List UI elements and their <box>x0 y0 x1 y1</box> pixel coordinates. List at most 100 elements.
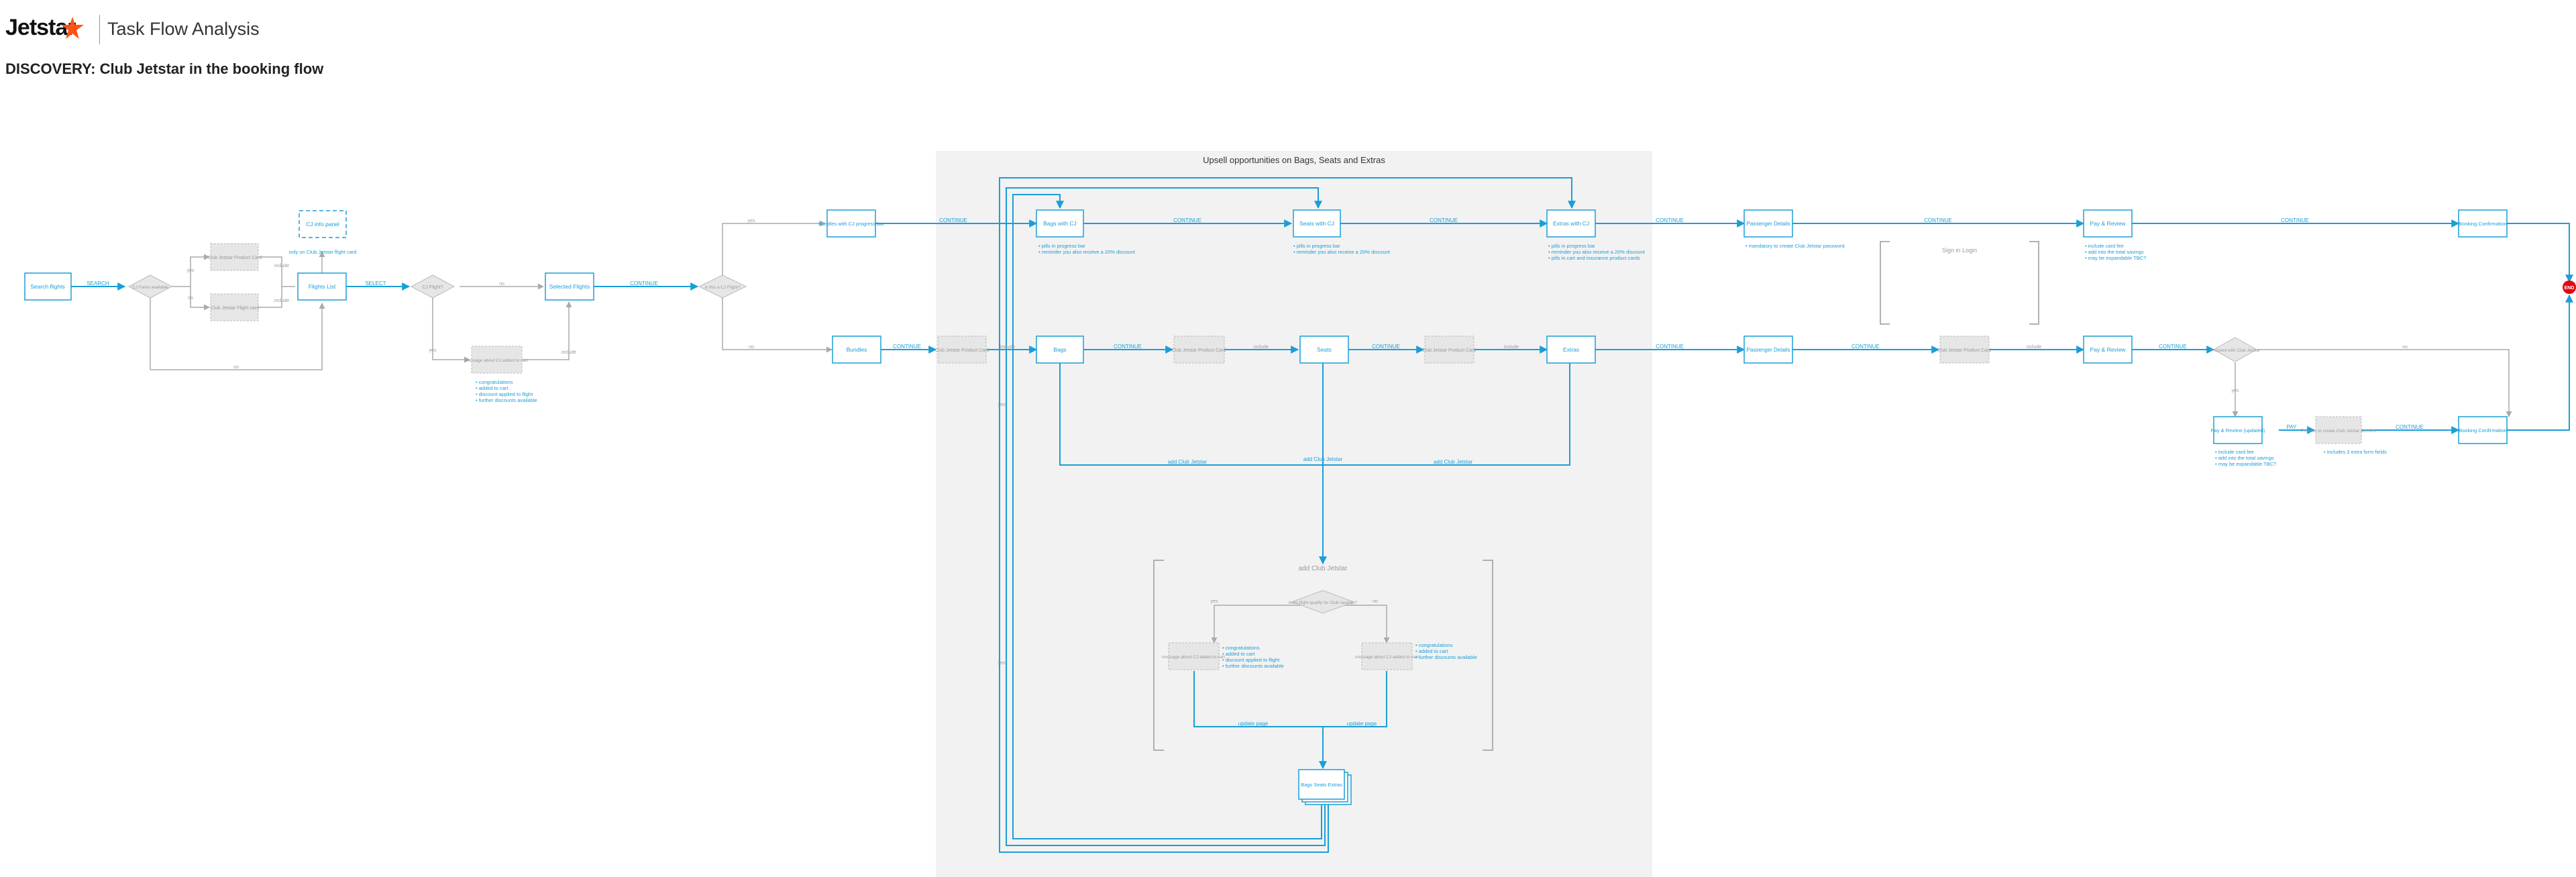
booking-confirmation-top-node[interactable]: Booking Confirmation <box>2458 209 2508 238</box>
svg-text:Flights List: Flights List <box>309 283 336 290</box>
svg-text:• further discounts available: • further discounts available <box>1222 663 1284 669</box>
header-title: Task Flow Analysis <box>107 19 260 39</box>
svg-text:CJ Fares available: CJ Fares available <box>132 285 168 290</box>
bundles-node[interactable]: Bundles <box>832 336 881 364</box>
svg-text:Process to create Club Jetstar: Process to create Club Jetstar account <box>2301 429 2376 433</box>
edge-label-no-1: no <box>188 296 193 301</box>
edge-label-no-5: no <box>2402 345 2408 350</box>
svg-text:Pay & Review (updated): Pay & Review (updated) <box>2211 427 2265 433</box>
note-cj-msg-left: • congratulations • added to cart • disc… <box>1222 645 1284 669</box>
edge-label-continue-10: CONTINUE <box>1372 344 1400 350</box>
header: Jetstar Task Flow Analysis DISCOVERY: Cl… <box>0 0 2576 94</box>
svg-text:message about CJ added to cart: message about CJ added to cart <box>1355 655 1418 660</box>
svg-text:Booking Confirmation: Booking Confirmation <box>2459 427 2507 433</box>
edge-label-continue-13: CONTINUE <box>2159 344 2187 350</box>
svg-text:• pills in cart and insurance: • pills in cart and insurance product ca… <box>1548 255 1640 261</box>
svg-text:Extras with CJ: Extras with CJ <box>1553 220 1589 227</box>
jetstar-logo: Jetstar <box>5 15 76 40</box>
svg-text:CJ info panel: CJ info panel <box>306 221 339 227</box>
edge-label-yes-5: yes <box>1211 599 1218 604</box>
svg-text:Bags: Bags <box>1053 346 1066 353</box>
bags-seats-extras-stack[interactable]: Bags Seats Extras <box>1298 769 1352 805</box>
edge-label-no-2: no <box>233 365 239 370</box>
note-bags-cj: • pills in progress bar • reminder you a… <box>1038 243 1136 255</box>
seats-node[interactable]: Seats <box>1299 336 1349 364</box>
svg-text:• congratulations: • congratulations <box>1415 642 1453 648</box>
edge-label-yes-3: yes <box>748 219 755 223</box>
grey-edge-labels: yes no no include include no yes include… <box>187 219 2408 666</box>
svg-text:• includes 3 extra form fields: • includes 3 extra form fields <box>2324 449 2387 455</box>
edge-label-include-4: include <box>1000 345 1015 350</box>
search-flights-node[interactable]: Search flights <box>24 272 72 301</box>
edge-label-include-7: include <box>2027 345 2041 350</box>
edge-label-continue-12: CONTINUE <box>1851 344 1880 350</box>
bags-node[interactable]: Bags <box>1036 336 1084 364</box>
booking-confirmation-bottom-node[interactable]: Booking Confirmation <box>2458 416 2508 444</box>
svg-text:Club Jetstar Product Card: Club Jetstar Product Card <box>208 256 262 260</box>
svg-text:Booking Confirmation: Booking Confirmation <box>2459 221 2507 227</box>
svg-text:Club Jetstar Product Card: Club Jetstar Product Card <box>1172 348 1226 353</box>
bundles-cj-node[interactable]: Bundles with CJ progress bar <box>818 209 884 238</box>
cj-product-card-top-node: Club Jetstar Product Card <box>208 243 262 271</box>
svg-text:• include card fee: • include card fee <box>2085 243 2124 249</box>
svg-text:message about CJ added to cart: message about CJ added to cart <box>465 358 528 363</box>
svg-text:Club Jetstar Product Card: Club Jetstar Product Card <box>1937 348 1992 353</box>
svg-text:END: END <box>2565 286 2575 291</box>
svg-text:Seats: Seats <box>1317 346 1332 353</box>
svg-text:does flight qualify for Club s: does flight qualify for Club savings? <box>1289 601 1358 605</box>
svg-text:Club Jetstar Product Card: Club Jetstar Product Card <box>1422 348 1477 353</box>
svg-text:• added to cart: • added to cart <box>1415 648 1448 654</box>
svg-text:Search flights: Search flights <box>30 283 65 290</box>
svg-text:Pay & Review: Pay & Review <box>2090 220 2127 227</box>
svg-text:Passenger Details: Passenger Details <box>1747 221 1790 227</box>
svg-text:Club Jetstar Product Card: Club Jetstar Product Card <box>935 348 989 353</box>
svg-text:Extras: Extras <box>1563 346 1579 353</box>
svg-text:CJ Flight?: CJ Flight? <box>422 285 443 290</box>
svg-text:• reminder you also receive a: • reminder you also receive a 20% discou… <box>1293 249 1391 255</box>
extras-cj-node[interactable]: Extras with CJ <box>1546 209 1596 238</box>
passenger-details-node[interactable]: Passenger Details <box>1743 336 1793 364</box>
edge-label-continue-2: CONTINUE <box>939 217 967 223</box>
edge-label-continue-4: CONTINUE <box>1430 217 1458 223</box>
pay-review-node[interactable]: Pay & Review <box>2083 336 2133 364</box>
cj-flight-card-node: Club Jetstar Flight card <box>210 293 259 321</box>
svg-text:• discount applied to flight: • discount applied to flight <box>476 391 533 397</box>
upsell-panel-title: Upsell opportunities on Bags, Seats and … <box>1203 155 1385 165</box>
note-seats-cj: • pills in progress bar • reminder you a… <box>1293 243 1391 255</box>
edge-label-pay: PAY <box>2287 424 2297 430</box>
edge-label-include-2: include <box>274 299 289 303</box>
edge-label-continue-9: CONTINUE <box>1114 344 1142 350</box>
svg-text:• pills in progress bar: • pills in progress bar <box>1548 243 1595 249</box>
cj-product-card-pax-node: Club Jetstar Product Card <box>1937 336 1992 364</box>
cj-fares-decision: CJ Fares available <box>127 274 173 299</box>
note-pay-review-top: • include card fee • add into the total … <box>2085 243 2146 261</box>
seats-cj-node[interactable]: Seats with CJ <box>1293 209 1341 238</box>
edge-label-include-3: include <box>561 350 576 355</box>
flights-list-node[interactable]: Flights List <box>297 272 347 301</box>
edge-label-no-4: no <box>749 345 754 350</box>
pay-review-updated-node[interactable]: Pay & Review (updated) <box>2211 416 2265 444</box>
svg-text:Selected Flights: Selected Flights <box>549 283 590 290</box>
note-process-cj: • includes 3 extra form fields <box>2324 449 2387 455</box>
page-title: DISCOVERY: Club Jetstar in the booking f… <box>5 60 324 77</box>
note-pay-review-updated: • include card fee • add into the total … <box>2215 449 2276 467</box>
svg-text:Bundles with CJ progress bar: Bundles with CJ progress bar <box>818 221 884 227</box>
extras-node[interactable]: Extras <box>1546 336 1596 364</box>
edge-label-continue-5: CONTINUE <box>1656 217 1684 223</box>
svg-text:• mandatory to create Club Jet: • mandatory to create Club Jetstar passw… <box>1746 243 1845 249</box>
edge-label-yes-4: yes <box>2232 389 2239 393</box>
svg-text:Proceed with Club Jetstar: Proceed with Club Jetstar <box>2210 348 2261 353</box>
selected-flights-node[interactable]: Selected Flights <box>545 272 594 301</box>
cj-msg-right-node: message about CJ added to cart <box>1355 642 1418 670</box>
svg-text:is this a CJ Flight?: is this a CJ Flight? <box>704 285 740 290</box>
pay-review-top-node[interactable]: Pay & Review <box>2083 209 2133 238</box>
cj-info-panel-node[interactable]: CJ info panel <box>299 210 347 238</box>
cj-flight-decision: CJ Flight? <box>410 274 455 299</box>
edge-label-continue-8: CONTINUE <box>893 344 921 350</box>
edge-label-yes-2: yes <box>429 348 437 353</box>
bags-cj-node[interactable]: Bags with CJ <box>1036 209 1084 238</box>
star-icon <box>61 17 84 39</box>
edge-labels: SEARCH SELECT CONTINUE CONTINUE CONTINUE… <box>87 217 2424 727</box>
passenger-details-top-node[interactable]: Passenger Details <box>1743 209 1793 238</box>
sign-in-label: Sign in Login <box>1942 247 1977 254</box>
